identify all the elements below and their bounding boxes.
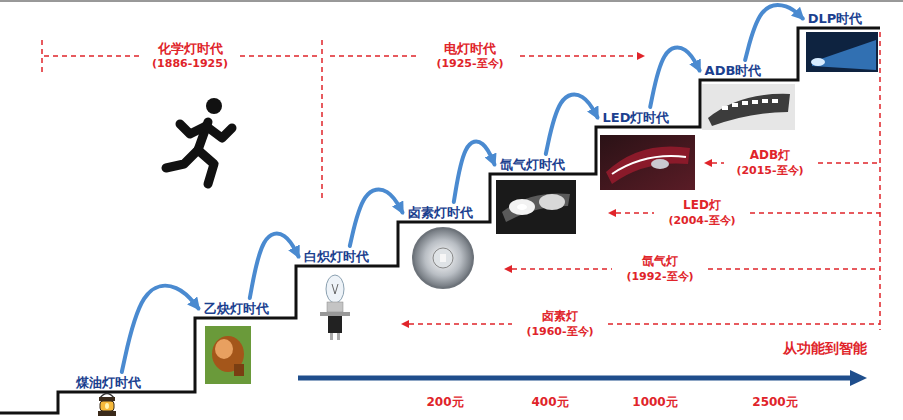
- era-name: 氙气灯时代: [500, 156, 565, 173]
- price-axis-arrow: [298, 370, 867, 386]
- annotation-label: (1992-至今): [625, 270, 694, 283]
- top-rule: [0, 1, 903, 2]
- xenon-headlamp-photo: [496, 180, 576, 234]
- era-name: 卤素灯时代: [408, 204, 473, 221]
- incandescent-bulb: [320, 275, 350, 340]
- acetylene-lamp-photo: [205, 326, 251, 384]
- annotation-label: 400元: [530, 395, 569, 409]
- progress-arrow: [122, 286, 199, 372]
- dlp-headlamp-photo: [806, 32, 878, 72]
- era-name: 乙炔灯时代: [204, 300, 269, 317]
- progress-arrow: [350, 189, 403, 246]
- annotation-label: 2500元: [751, 395, 798, 409]
- progress-arrow: [745, 5, 803, 60]
- progress-arrow: [650, 48, 699, 107]
- progress-arrow: [546, 95, 598, 154]
- era-step-label: DLP时代: [806, 10, 865, 27]
- annotation-label: (1960-至今): [525, 325, 594, 338]
- era-step-label: 白炽灯时代: [302, 248, 371, 265]
- annotation-label: 1000元: [631, 395, 678, 409]
- annotation-label: 化学灯时代: [157, 41, 224, 57]
- annotation-label: LED灯: [682, 198, 722, 212]
- annotation-label: 从功能到智能: [782, 340, 868, 357]
- era-step-label: LED灯时代: [601, 109, 672, 126]
- era-name: 煤油灯时代: [76, 374, 141, 391]
- annotation-label: 卤素灯: [541, 309, 579, 323]
- progress-arrow: [454, 142, 495, 202]
- era-step-label: 煤油灯时代: [74, 374, 143, 391]
- era-step-label: ADB时代: [703, 62, 764, 79]
- staircase: [0, 28, 880, 413]
- era-name: 白炽灯时代: [304, 248, 369, 265]
- era-name: DLP时代: [808, 10, 863, 27]
- era-name: ADB时代: [705, 62, 762, 79]
- annotation-label: (2004-至今): [667, 214, 736, 227]
- annotation-label: (1886-1925): [151, 57, 229, 70]
- era-step-label: 乙炔灯时代: [202, 300, 271, 317]
- annotation-label: 200元: [425, 395, 464, 409]
- kerosene-lantern: [98, 394, 116, 417]
- halogen-reflector: [413, 228, 473, 288]
- range-arrowheads: [401, 52, 712, 328]
- era-name: LED灯时代: [603, 109, 670, 126]
- era-step-label: 卤素灯时代: [406, 204, 475, 221]
- annotation-label: 电灯时代: [443, 41, 497, 57]
- led-headlamp-photo: [600, 135, 695, 190]
- era-step-label: 氙气灯时代: [498, 156, 567, 173]
- progress-arrow: [250, 234, 299, 298]
- annotation-label: (2015-至今): [735, 164, 804, 177]
- annotation-label: ADB灯: [749, 148, 791, 162]
- annotation-label: (1925-至今): [435, 57, 504, 70]
- adb-headlamp-photo: [702, 84, 795, 130]
- annotation-label: 氙气灯: [641, 254, 679, 268]
- running-man-icon: [166, 98, 232, 184]
